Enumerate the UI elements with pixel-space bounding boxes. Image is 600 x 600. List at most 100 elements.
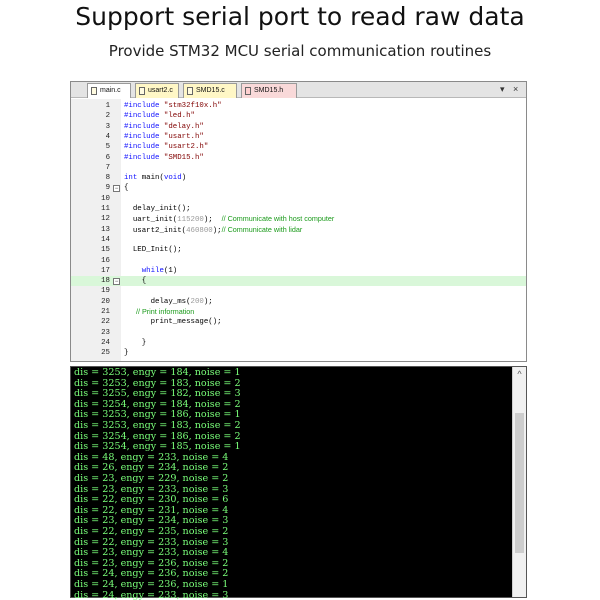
page-subtitle: Provide STM32 MCU serial communication r… [108, 42, 492, 60]
terminal-line: dis = 23, engy = 236, noise = 2 [74, 557, 229, 569]
code-token: delay_ms( [124, 297, 191, 306]
code-token: 115200 [177, 216, 204, 225]
code-token: 460800 [186, 226, 213, 235]
tab-list-dropdown-icon[interactable]: ▾ [500, 84, 505, 94]
line-number: 12 [101, 215, 110, 224]
code-line: 21 // Print information [71, 307, 526, 317]
code-line: 10 [71, 194, 526, 204]
tab-usart2-c[interactable]: usart2.c [135, 83, 179, 98]
line-number: 16 [101, 256, 110, 265]
terminal-line: dis = 48, engy = 233, noise = 4 [74, 451, 229, 463]
terminal-line: dis = 23, engy = 233, noise = 4 [74, 547, 229, 559]
line-number: 23 [101, 328, 110, 337]
code-token: while [124, 266, 164, 275]
line-number-gutter [71, 99, 121, 361]
fold-toggle-icon[interactable]: − [113, 185, 120, 193]
code-token: } [124, 338, 147, 347]
scroll-thumb[interactable] [515, 413, 524, 553]
code-line: 3#include "delay.h" [71, 122, 526, 132]
code-token: "delay.h" [163, 122, 204, 131]
code-text: // Print information [124, 307, 194, 318]
fold-toggle-icon[interactable]: − [113, 278, 120, 286]
tab-smd15-c[interactable]: SMD15.c [183, 83, 237, 98]
code-token: ) [181, 174, 187, 183]
code-token: "SMD15.h" [163, 153, 204, 162]
code-token: ); [203, 297, 213, 306]
line-number: 5 [105, 143, 110, 152]
code-line: 7 [71, 163, 526, 173]
terminal-line: dis = 24, engy = 236, noise = 2 [74, 568, 229, 580]
code-text: { [124, 276, 146, 286]
code-token: { [124, 184, 129, 193]
code-text: #include "SMD15.h" [124, 153, 204, 163]
line-number: 24 [101, 338, 110, 347]
code-text: LED_Init(); [124, 245, 182, 255]
line-number: 10 [101, 194, 110, 203]
code-line: 2 #include "led.h" [71, 111, 526, 121]
code-area[interactable]: 1 #include "stm32f10x.h" 2 #include "led.h"… [71, 99, 526, 361]
file-icon [187, 87, 193, 95]
terminal-line: dis = 3253, engy = 186, noise = 1 [74, 409, 241, 421]
code-line: 17 while(1) [71, 266, 526, 276]
line-number: 1 [105, 102, 110, 110]
serial-terminal-output[interactable]: ^ dis = 3253, engy = 184, noise = 1 dis =… [70, 366, 527, 600]
code-line: 18− { [71, 276, 526, 287]
tab-main-c[interactable]: main.c [87, 83, 131, 98]
line-number: 8 [105, 174, 110, 183]
line-number: 13 [101, 225, 110, 234]
terminal-line: dis = 23, engy = 233, noise = 3 [74, 483, 229, 495]
code-token: #include [124, 132, 164, 141]
code-line: 19 [71, 286, 526, 296]
line-number: 25 [101, 349, 110, 358]
terminal-line: dis = 22, engy = 233, noise = 3 [74, 536, 229, 548]
scroll-up-icon[interactable]: ^ [517, 369, 522, 379]
code-line: 12 uart_init(115200); // Communicate wit… [71, 214, 526, 224]
line-number: 7 [105, 163, 110, 172]
code-token: (1) [163, 266, 178, 275]
code-text: #include "usart.h" [124, 132, 204, 142]
code-token: print_message(); [124, 318, 222, 327]
code-token: #include [124, 122, 164, 131]
code-text: #include "stm32f10x.h" [124, 101, 222, 111]
code-text: } [124, 348, 128, 358]
line-number: 14 [101, 235, 110, 244]
line-number: 11 [101, 205, 110, 213]
code-line: 13 usart2_init(460800);// Communicate wi… [71, 225, 526, 235]
line-number: 2 [105, 112, 110, 121]
code-token: "stm32f10x.h" [163, 102, 222, 110]
terminal-line: dis = 22, engy = 230, noise = 6 [74, 494, 229, 506]
code-line: 16 [71, 256, 526, 266]
editor-tab-bar: main.c usart2.c SMD15.c SMD15.h ▾ × [71, 82, 526, 98]
terminal-line: dis = 22, engy = 235, noise = 2 [74, 526, 229, 537]
line-number: 6 [105, 153, 110, 162]
code-text: { [124, 183, 128, 193]
code-line: 14 [71, 235, 526, 245]
code-line: 4 #include "usart.h" [71, 132, 526, 142]
code-line: 22 print_message(); [71, 317, 526, 327]
code-token: usart2_init( [124, 226, 187, 235]
header-file-icon [245, 87, 251, 95]
terminal-line: dis = 22, engy = 231, noise = 4 [74, 504, 229, 516]
terminal-line: dis = 3253, engy = 183, noise = 2 [74, 420, 241, 431]
code-text: delay_ms(200); [124, 297, 213, 307]
code-text: #include "usart2.h" [124, 142, 208, 152]
line-number: 4 [105, 132, 110, 141]
line-number: 17 [101, 266, 110, 275]
code-line: 9−{ [71, 183, 526, 193]
terminal-scrollbar[interactable]: ^ [512, 367, 526, 597]
code-editor-window: main.c usart2.c SMD15.c SMD15.h ▾ × 1 #in… [70, 81, 527, 362]
file-icon [91, 87, 97, 95]
code-token: uart_init( [124, 216, 178, 225]
line-number: 22 [101, 318, 110, 327]
code-token: ); [203, 216, 222, 225]
code-text: uart_init(115200); // Communicate with h… [124, 214, 334, 225]
tab-smd15-h[interactable]: SMD15.h [241, 83, 297, 98]
line-number: 20 [101, 297, 110, 306]
code-line: 11 delay_init(); [71, 204, 526, 214]
code-token: #include [124, 143, 164, 152]
code-text: #include "led.h" [124, 111, 195, 121]
line-number: 15 [101, 246, 110, 255]
close-tab-icon[interactable]: × [513, 84, 519, 94]
tab-label: SMD15.h [254, 87, 284, 94]
terminal-line: dis = 3253, engy = 184, noise = 1 [74, 367, 241, 378]
